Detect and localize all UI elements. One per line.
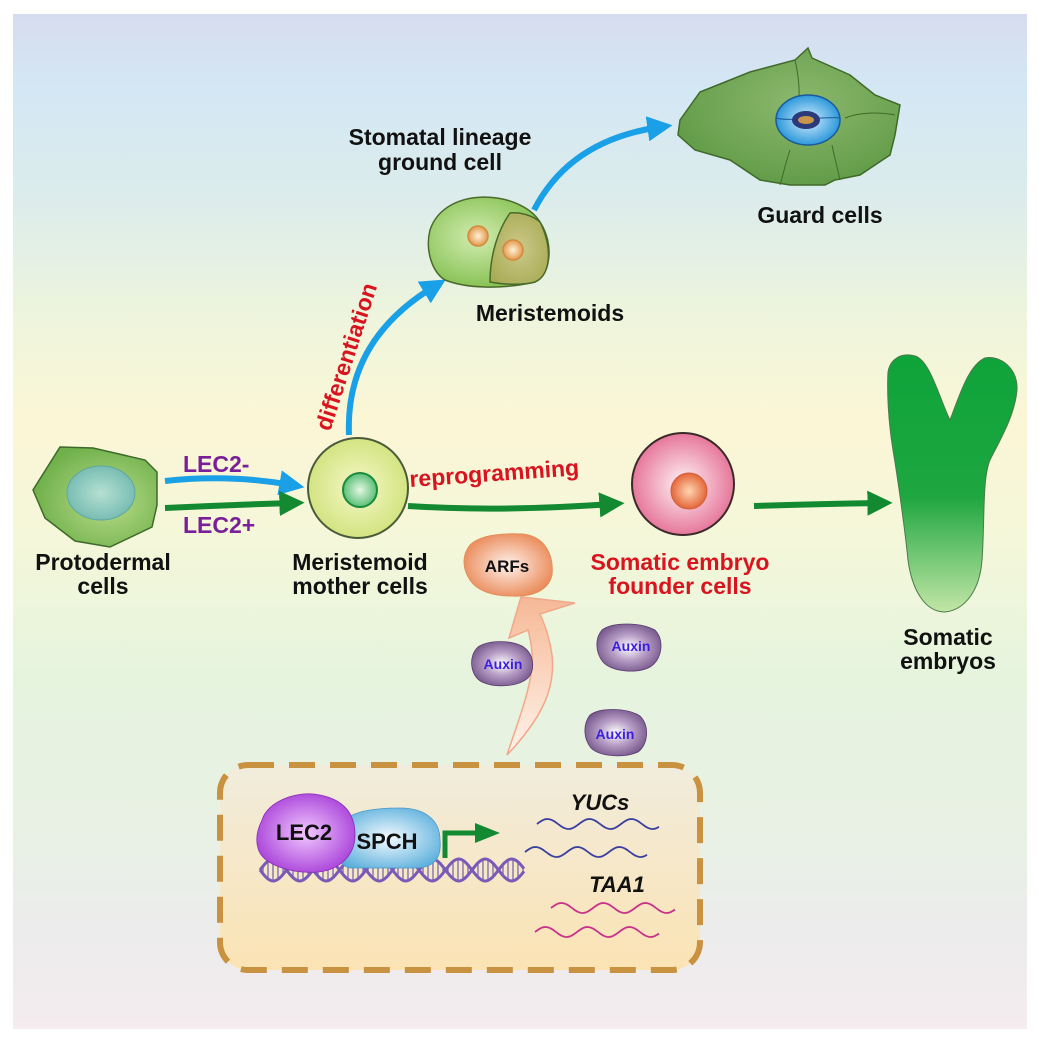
sefc-nucleus xyxy=(670,472,708,510)
meristemoid-nucleus-1 xyxy=(467,225,489,247)
transcription-start-arrow xyxy=(442,830,477,858)
spch-label: SPCH xyxy=(356,829,417,854)
somatic-embryos-label-line1: Somatic xyxy=(903,624,993,650)
transcription-arrowhead xyxy=(475,823,500,843)
guard-cells xyxy=(677,46,901,186)
sefc-label-line2: founder cells xyxy=(608,573,751,599)
reprogramming-arrow xyxy=(407,492,625,518)
auxin-molecule-1: Auxin xyxy=(471,641,534,687)
arfs-protein xyxy=(463,533,553,597)
lec2-plus-label: LEC2+ xyxy=(183,512,255,538)
dna-strand-2 xyxy=(258,857,526,883)
protodermal-label-line2: cells xyxy=(77,573,128,599)
auxin-molecule-3: Auxin xyxy=(584,709,647,757)
yucs-mrna xyxy=(524,818,660,858)
auxin-label-1: Auxin xyxy=(484,656,523,672)
somatic-embryo-founder-cell xyxy=(631,432,735,536)
yucs-mrna-strand-2 xyxy=(524,846,648,858)
meristemoid-mother-cell xyxy=(307,437,409,539)
taa1-mrna-strand-1 xyxy=(550,902,676,914)
lec2-minus-arrow xyxy=(164,470,305,496)
protodermal-nucleus xyxy=(66,465,136,521)
lec2-protein xyxy=(256,793,356,873)
meristemoids-cell xyxy=(427,196,550,288)
somatic-embryos-label-line2: embryos xyxy=(900,648,996,674)
mmc-label-line1: Meristemoid xyxy=(292,549,427,575)
stomatal-lineage-label-line2: ground cell xyxy=(378,149,502,175)
taa1-mrna-strand-2 xyxy=(534,926,660,938)
auxin-induction-arrow xyxy=(506,596,576,756)
sefc-label-line1: Somatic embryo xyxy=(591,549,770,575)
auxin-molecule-2: Auxin xyxy=(596,623,662,672)
yucs-label: YUCs xyxy=(571,790,630,815)
taa1-label: TAA1 xyxy=(589,872,645,897)
mmc-nucleus xyxy=(342,472,378,508)
arfs-label: ARFs xyxy=(485,557,529,576)
protodermal-label-line1: Protodermal xyxy=(35,549,170,575)
lec2-label: LEC2 xyxy=(276,820,332,845)
taa1-mrna xyxy=(534,902,676,938)
embryo-arrow xyxy=(753,490,893,516)
meristemoid-nucleus-2 xyxy=(502,239,524,261)
meristemoids-label: Meristemoids xyxy=(476,300,624,326)
auxin-label-2: Auxin xyxy=(612,638,651,654)
stomatal-lineage-label-line1: Stomatal lineage xyxy=(349,124,532,150)
yucs-mrna-strand-1 xyxy=(536,818,660,830)
guard-cells-arrow xyxy=(531,116,673,212)
lec2-plus-arrow xyxy=(164,490,305,516)
guard-cells-label: Guard cells xyxy=(757,202,882,228)
somatic-embryo xyxy=(887,354,1018,613)
auxin-label-3: Auxin xyxy=(596,726,635,742)
lec2-minus-label: LEC2- xyxy=(183,451,249,477)
differentiation-arrow xyxy=(345,279,446,436)
mmc-label-line2: mother cells xyxy=(292,573,428,599)
protodermal-cell xyxy=(32,446,158,548)
